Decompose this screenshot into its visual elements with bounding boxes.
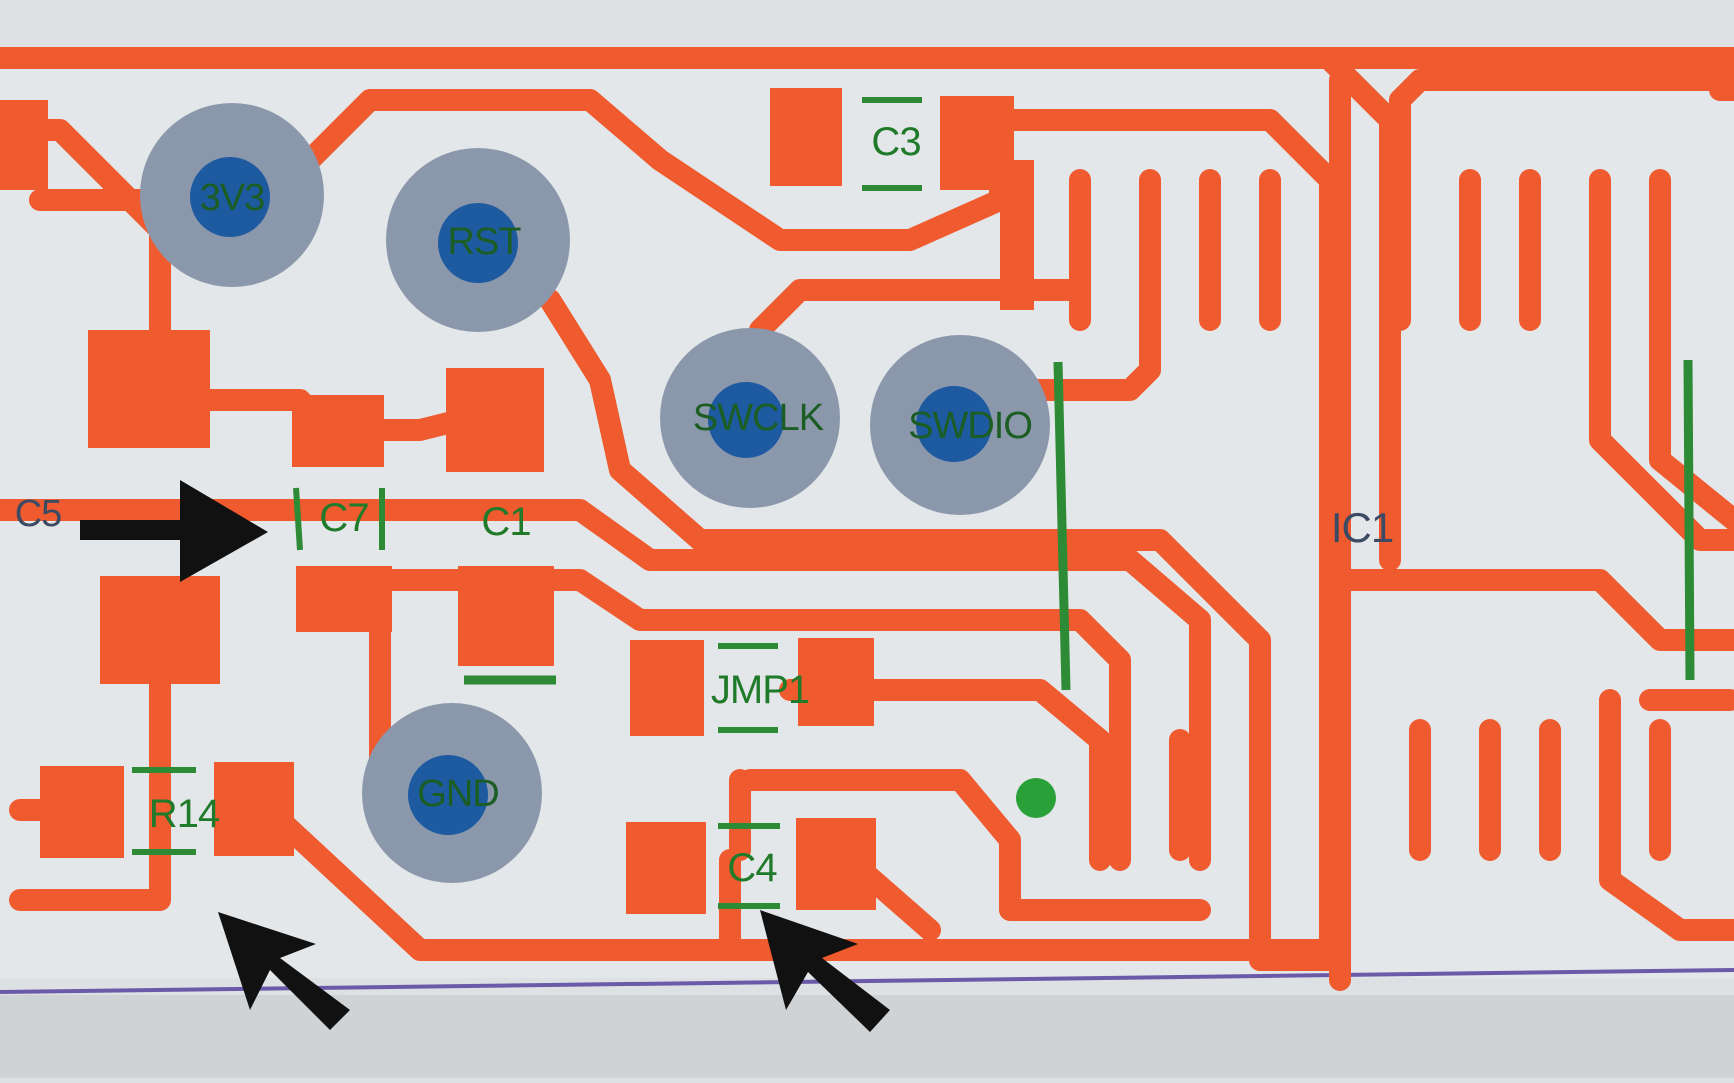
label-c3: C3 [871,120,921,164]
label-ic1: IC1 [1330,504,1394,551]
testpoint-rst-label: RST [447,221,522,263]
copper-traces [0,47,1734,991]
label-c7: C7 [319,496,369,540]
testpoint-gnd-label: GND [417,773,499,815]
testpoint-gnd[interactable] [362,703,542,883]
testpoint-3v3[interactable] [140,103,324,287]
label-jmp1: JMP1 [710,668,810,712]
arrow-pointing-c7 [80,480,268,582]
testpoint-swdio[interactable] [870,335,1050,515]
label-c5: C5 [14,493,63,535]
testpoint-3v3-label: 3V3 [199,177,266,219]
testpoint-swclk-label: SWCLK [692,397,824,439]
testpoint-swclk[interactable] [660,328,840,508]
label-c4: C4 [727,846,777,890]
arrow-pointing-c4 [760,910,890,1032]
label-c1: C1 [481,500,531,544]
pin1-marker [1016,778,1056,818]
testpoint-swdio-label: SWDIO [908,405,1033,447]
smd-pads [0,88,1034,914]
silkscreen [132,97,1695,909]
arrow-pointing-r14 [218,912,350,1030]
label-r14: R14 [148,792,220,836]
testpoint-rst[interactable] [386,148,570,332]
